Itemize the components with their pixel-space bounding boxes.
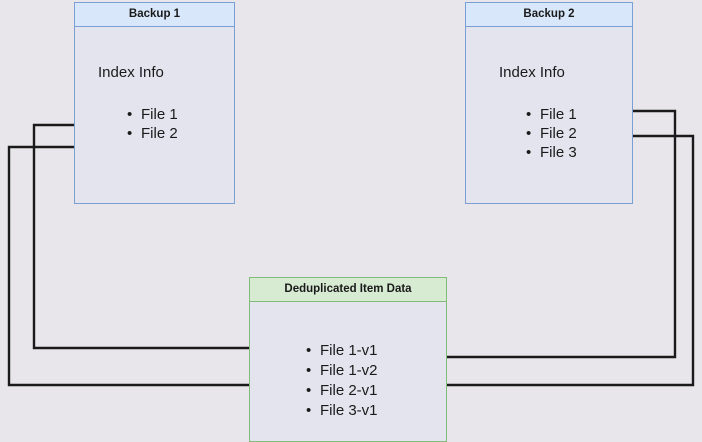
list-item: File 1 xyxy=(526,105,577,124)
list-item: File 1-v1 xyxy=(306,341,378,361)
node-backup-1-title: Backup 1 xyxy=(75,3,234,27)
backup-1-file-list: File 1 File 2 xyxy=(127,105,178,143)
list-item: File 2 xyxy=(127,124,178,143)
node-deduplicated-item-data[interactable]: Deduplicated Item Data File 1-v1 File 1-… xyxy=(249,277,447,442)
backup-2-file-list: File 1 File 2 File 3 xyxy=(526,105,577,162)
deduplicated-item-list: File 1-v1 File 1-v2 File 2-v1 File 3-v1 xyxy=(306,341,378,421)
list-item: File 3-v1 xyxy=(306,401,378,421)
list-item: File 1-v2 xyxy=(306,361,378,381)
node-backup-2-title: Backup 2 xyxy=(466,3,632,27)
node-deduplicated-item-data-title: Deduplicated Item Data xyxy=(250,278,446,302)
list-item: File 2 xyxy=(526,124,577,143)
list-item: File 2-v1 xyxy=(306,381,378,401)
list-item: File 1 xyxy=(127,105,178,124)
node-backup-1[interactable]: Backup 1 Index Info File 1 File 2 xyxy=(74,2,235,204)
list-item: File 3 xyxy=(526,143,577,162)
backup-1-index-info-label: Index Info xyxy=(98,64,164,81)
backup-2-index-info-label: Index Info xyxy=(499,64,565,81)
node-backup-2[interactable]: Backup 2 Index Info File 1 File 2 File 3 xyxy=(465,2,633,204)
